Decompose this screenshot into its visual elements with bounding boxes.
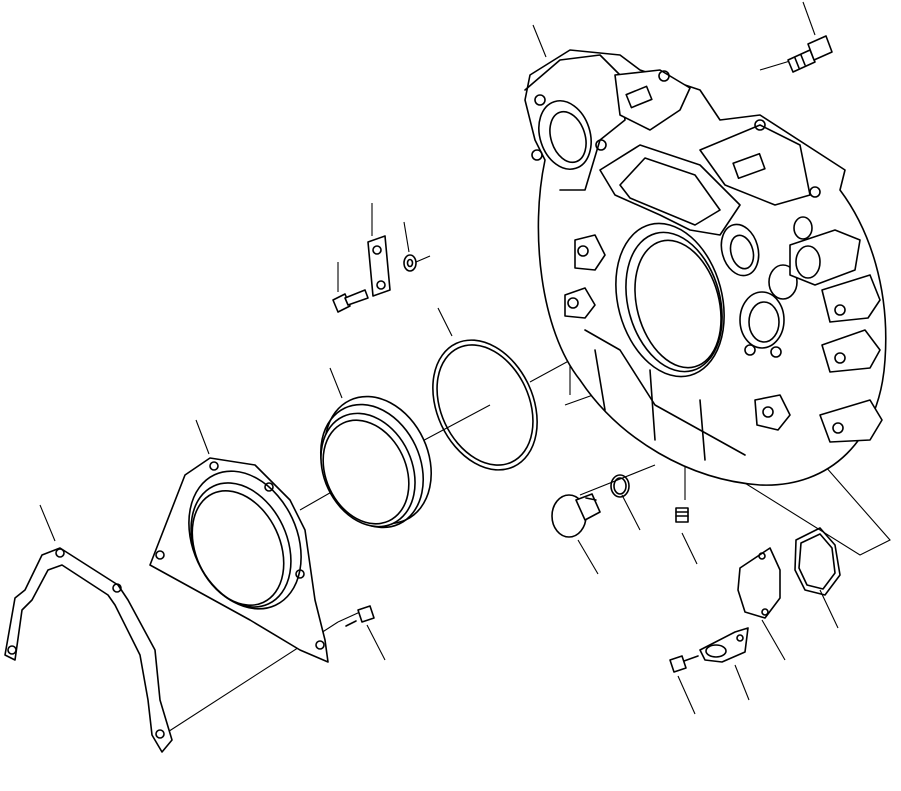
rear-oil-seal [319, 395, 433, 529]
retainer-bolt [345, 605, 375, 627]
timing-cover-strip [4, 547, 173, 753]
o-ring-large [432, 339, 538, 471]
housing-bolt [787, 35, 833, 73]
plug-o-ring [610, 474, 630, 498]
bracket-plate [367, 235, 391, 297]
cover-clamp [699, 627, 749, 663]
cover-bolt [669, 655, 699, 673]
callout-leaders [39, 1, 839, 715]
flywheel-housing [524, 49, 887, 486]
seal-retainer [149, 457, 329, 663]
bracket-bolt [332, 289, 369, 313]
drain-plug [551, 493, 601, 538]
inspection-cover [737, 547, 781, 619]
set-screw [675, 507, 689, 523]
cover-gasket [794, 527, 841, 596]
bracket-washer [403, 254, 431, 272]
